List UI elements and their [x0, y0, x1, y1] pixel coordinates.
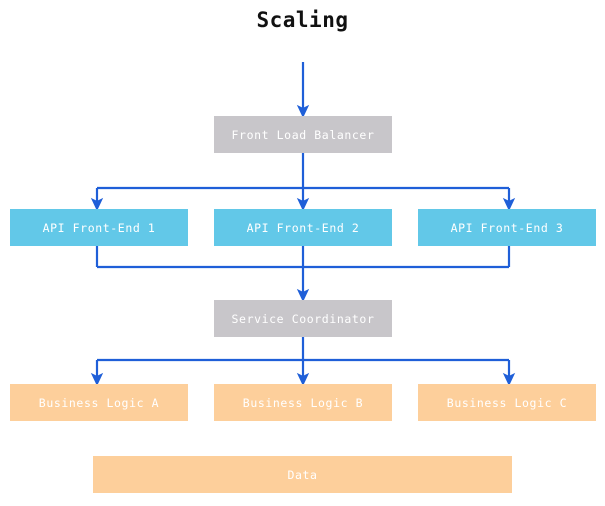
node-api-front-end-3[interactable]: API Front-End 3	[418, 209, 596, 246]
node-data-label: Data	[287, 467, 318, 482]
node-service-coordinator[interactable]: Service Coordinator	[214, 300, 392, 337]
node-service-coordinator-label: Service Coordinator	[231, 311, 375, 326]
page-title: Scaling	[256, 8, 349, 32]
node-business-logic-b-label: Business Logic B	[242, 395, 364, 410]
node-data[interactable]: Data	[93, 456, 512, 493]
node-api-front-end-1-label: API Front-End 1	[42, 220, 156, 235]
node-front-load-balancer[interactable]: Front Load Balancer	[214, 116, 392, 153]
node-business-logic-b[interactable]: Business Logic B	[214, 384, 392, 421]
node-api-front-end-2-label: API Front-End 2	[246, 220, 360, 235]
node-api-front-end-2[interactable]: API Front-End 2	[214, 209, 392, 246]
node-business-logic-c-label: Business Logic C	[446, 395, 568, 410]
node-front-load-balancer-label: Front Load Balancer	[231, 127, 375, 142]
node-api-front-end-3-label: API Front-End 3	[450, 220, 564, 235]
node-business-logic-c[interactable]: Business Logic C	[418, 384, 596, 421]
node-api-front-end-1[interactable]: API Front-End 1	[10, 209, 188, 246]
node-business-logic-a-label: Business Logic A	[38, 395, 160, 410]
node-business-logic-a[interactable]: Business Logic A	[10, 384, 188, 421]
